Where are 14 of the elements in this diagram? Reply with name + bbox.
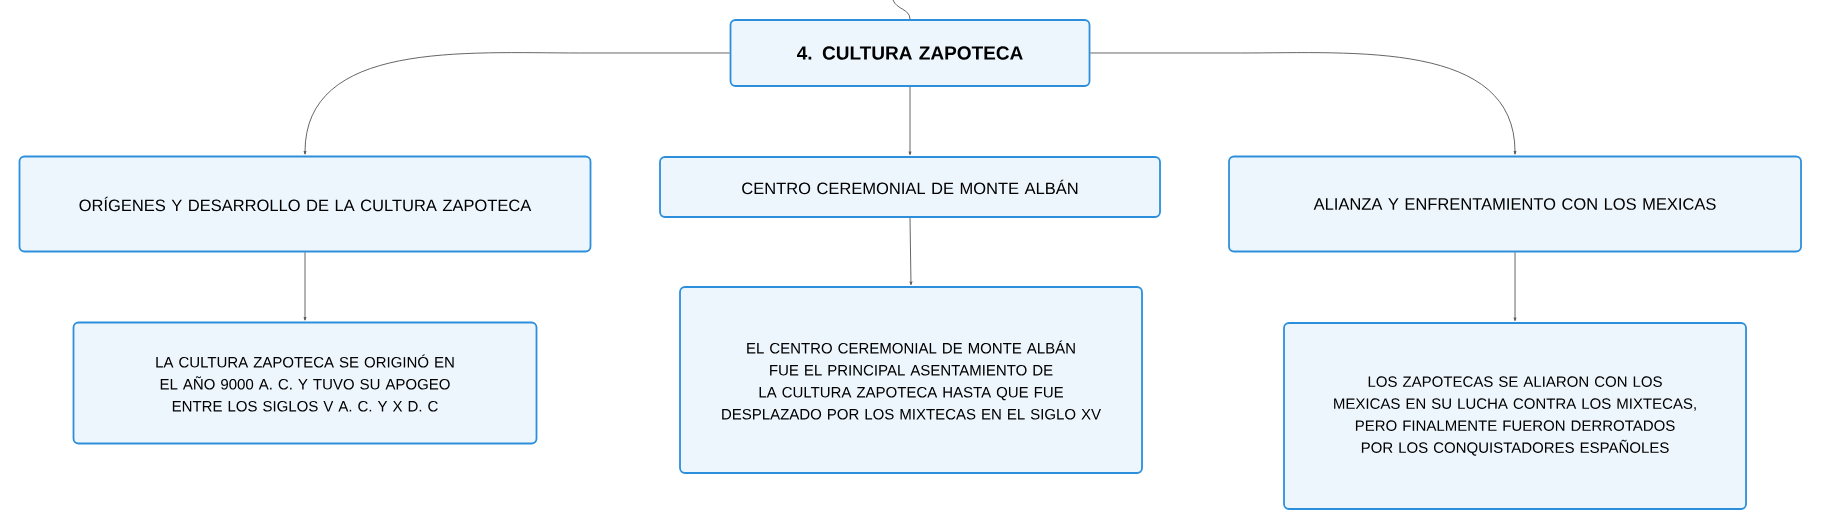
title-box: 4. CULTURA ZAPOTECA xyxy=(729,19,1091,87)
topic-box: ALIANZA Y ENFRENTAMIENTO CON LOS MEXICAS xyxy=(1228,155,1802,253)
connector-line xyxy=(1089,52,1517,155)
connector-line xyxy=(303,52,731,155)
connector-line xyxy=(892,0,911,20)
topic-box: CENTRO CEREMONIAL DE MONTE ALBÁN xyxy=(659,156,1161,218)
topic-box: ORÍGENES Y DESARROLLO DE LA CULTURA ZAPOTECA xyxy=(18,155,592,253)
description-box: EL CENTRO CEREMONIAL DE MONTE ALBÁN FUE EL PRINCIPAL ASENTAMIENTO DE LA CULTURA ZAPOTECA HASTA QUE FUE DESPLAZADO POR LOS MIXTECAS EN EL SIGLO XV xyxy=(679,286,1143,474)
connector-line xyxy=(303,251,307,321)
connector-line xyxy=(909,217,913,286)
connector-line xyxy=(1513,251,1517,322)
connector-line xyxy=(908,86,912,156)
description-box: LA CULTURA ZAPOTECA SE ORIGINÓ EN EL AÑO 9000 A. C. Y TUVO SU APOGEO ENTRE LOS SIGLOS V A. C. Y X D. C xyxy=(72,321,538,445)
description-box: LOS ZAPOTECAS SE ALIARON CON LOS MEXICAS EN SU LUCHA CONTRA LOS MIXTECAS, PERO FINALMENTE FUERON DERROTADOS POR LOS CONQUISTADORES ESPAÑOLES xyxy=(1283,322,1747,510)
